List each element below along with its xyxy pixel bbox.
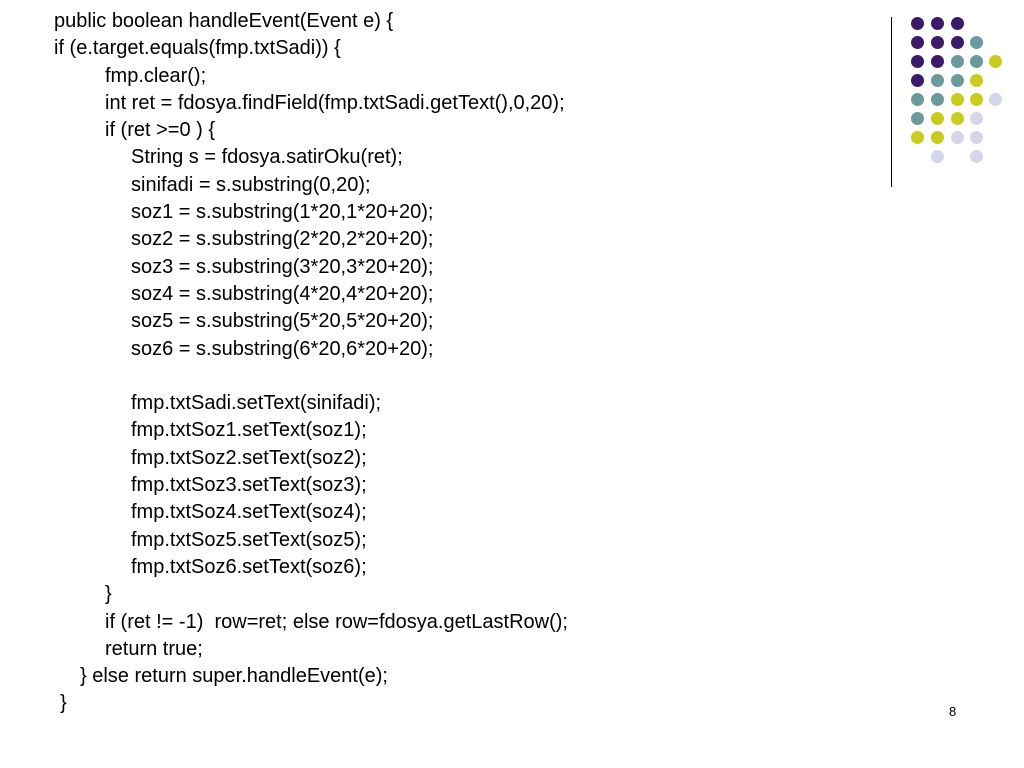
divider-line bbox=[891, 17, 892, 187]
code-line: soz4 = s.substring(4*20,4*20+20); bbox=[131, 282, 434, 305]
decorative-dot bbox=[911, 74, 924, 87]
code-line: soz3 = s.substring(3*20,3*20+20); bbox=[131, 255, 434, 278]
code-line: soz5 = s.substring(5*20,5*20+20); bbox=[131, 310, 434, 333]
decorative-dot bbox=[931, 36, 944, 49]
decorative-dot bbox=[911, 55, 924, 68]
decorative-dot bbox=[970, 93, 983, 106]
page-number: 8 bbox=[949, 704, 957, 719]
code-block: public boolean handleEvent(Event e) { if… bbox=[0, 8, 568, 718]
decorative-dot bbox=[911, 112, 924, 125]
decorative-dot bbox=[989, 55, 1002, 68]
code-line: soz1 = s.substring(1*20,1*20+20); bbox=[131, 201, 434, 224]
decorative-dot bbox=[931, 55, 944, 68]
code-line: } bbox=[105, 583, 112, 606]
decorative-dot bbox=[911, 93, 924, 106]
code-line: } else return super.handleEvent(e); bbox=[80, 665, 388, 688]
decorative-dot bbox=[931, 74, 944, 87]
decorative-dot bbox=[989, 93, 1002, 106]
decorative-dot bbox=[911, 131, 924, 144]
code-line: fmp.txtSoz6.setText(soz6); bbox=[131, 555, 367, 578]
code-line: fmp.txtSoz2.setText(soz2); bbox=[131, 446, 367, 469]
code-line: fmp.clear(); bbox=[105, 64, 207, 87]
code-line: soz2 = s.substring(2*20,2*20+20); bbox=[131, 228, 434, 251]
decorative-dot bbox=[931, 17, 944, 30]
decorative-dot bbox=[970, 74, 983, 87]
code-line: public boolean handleEvent(Event e) { bbox=[54, 10, 394, 32]
decorative-dot bbox=[931, 112, 944, 125]
decorative-dot bbox=[911, 17, 924, 30]
decorative-dot bbox=[931, 131, 944, 144]
code-line: soz6 = s.substring(6*20,6*20+20); bbox=[131, 337, 434, 360]
decorative-dot bbox=[970, 150, 983, 163]
code-line: int ret = fdosya.findField(fmp.txtSadi.g… bbox=[105, 91, 565, 114]
decorative-dot bbox=[931, 150, 944, 163]
code-line: fmp.txtSoz1.setText(soz1); bbox=[131, 419, 367, 442]
decorative-dot bbox=[951, 93, 964, 106]
decorative-dot bbox=[951, 55, 964, 68]
code-line: } bbox=[60, 692, 67, 715]
code-line: fmp.txtSoz3.setText(soz3); bbox=[131, 474, 367, 497]
decorative-dot bbox=[951, 36, 964, 49]
decorative-dot bbox=[970, 36, 983, 49]
decorative-dot bbox=[970, 131, 983, 144]
code-line: return true; bbox=[105, 637, 203, 660]
decorative-dot bbox=[970, 55, 983, 68]
code-line: fmp.txtSoz5.setText(soz5); bbox=[131, 528, 367, 551]
code-line: if (e.target.equals(fmp.txtSadi)) { bbox=[54, 37, 341, 60]
code-line: if (ret != -1) row=ret; else row=fdosya.… bbox=[105, 610, 568, 633]
decorative-dot bbox=[951, 131, 964, 144]
decorative-dot bbox=[951, 112, 964, 125]
code-line: sinifadi = s.substring(0,20); bbox=[131, 173, 371, 196]
decorative-dot bbox=[911, 36, 924, 49]
code-line: fmp.txtSoz4.setText(soz4); bbox=[131, 501, 367, 524]
code-line: String s = fdosya.satirOku(ret); bbox=[131, 146, 403, 169]
code-line-blank bbox=[0, 363, 568, 390]
decorative-dot-grid bbox=[905, 10, 1015, 170]
decorative-dot bbox=[931, 93, 944, 106]
decorative-dot bbox=[951, 17, 964, 30]
decorative-dot bbox=[951, 74, 964, 87]
code-line: if (ret >=0 ) { bbox=[105, 119, 216, 142]
code-line: fmp.txtSadi.setText(sinifadi); bbox=[131, 392, 382, 415]
decorative-dot bbox=[970, 112, 983, 125]
